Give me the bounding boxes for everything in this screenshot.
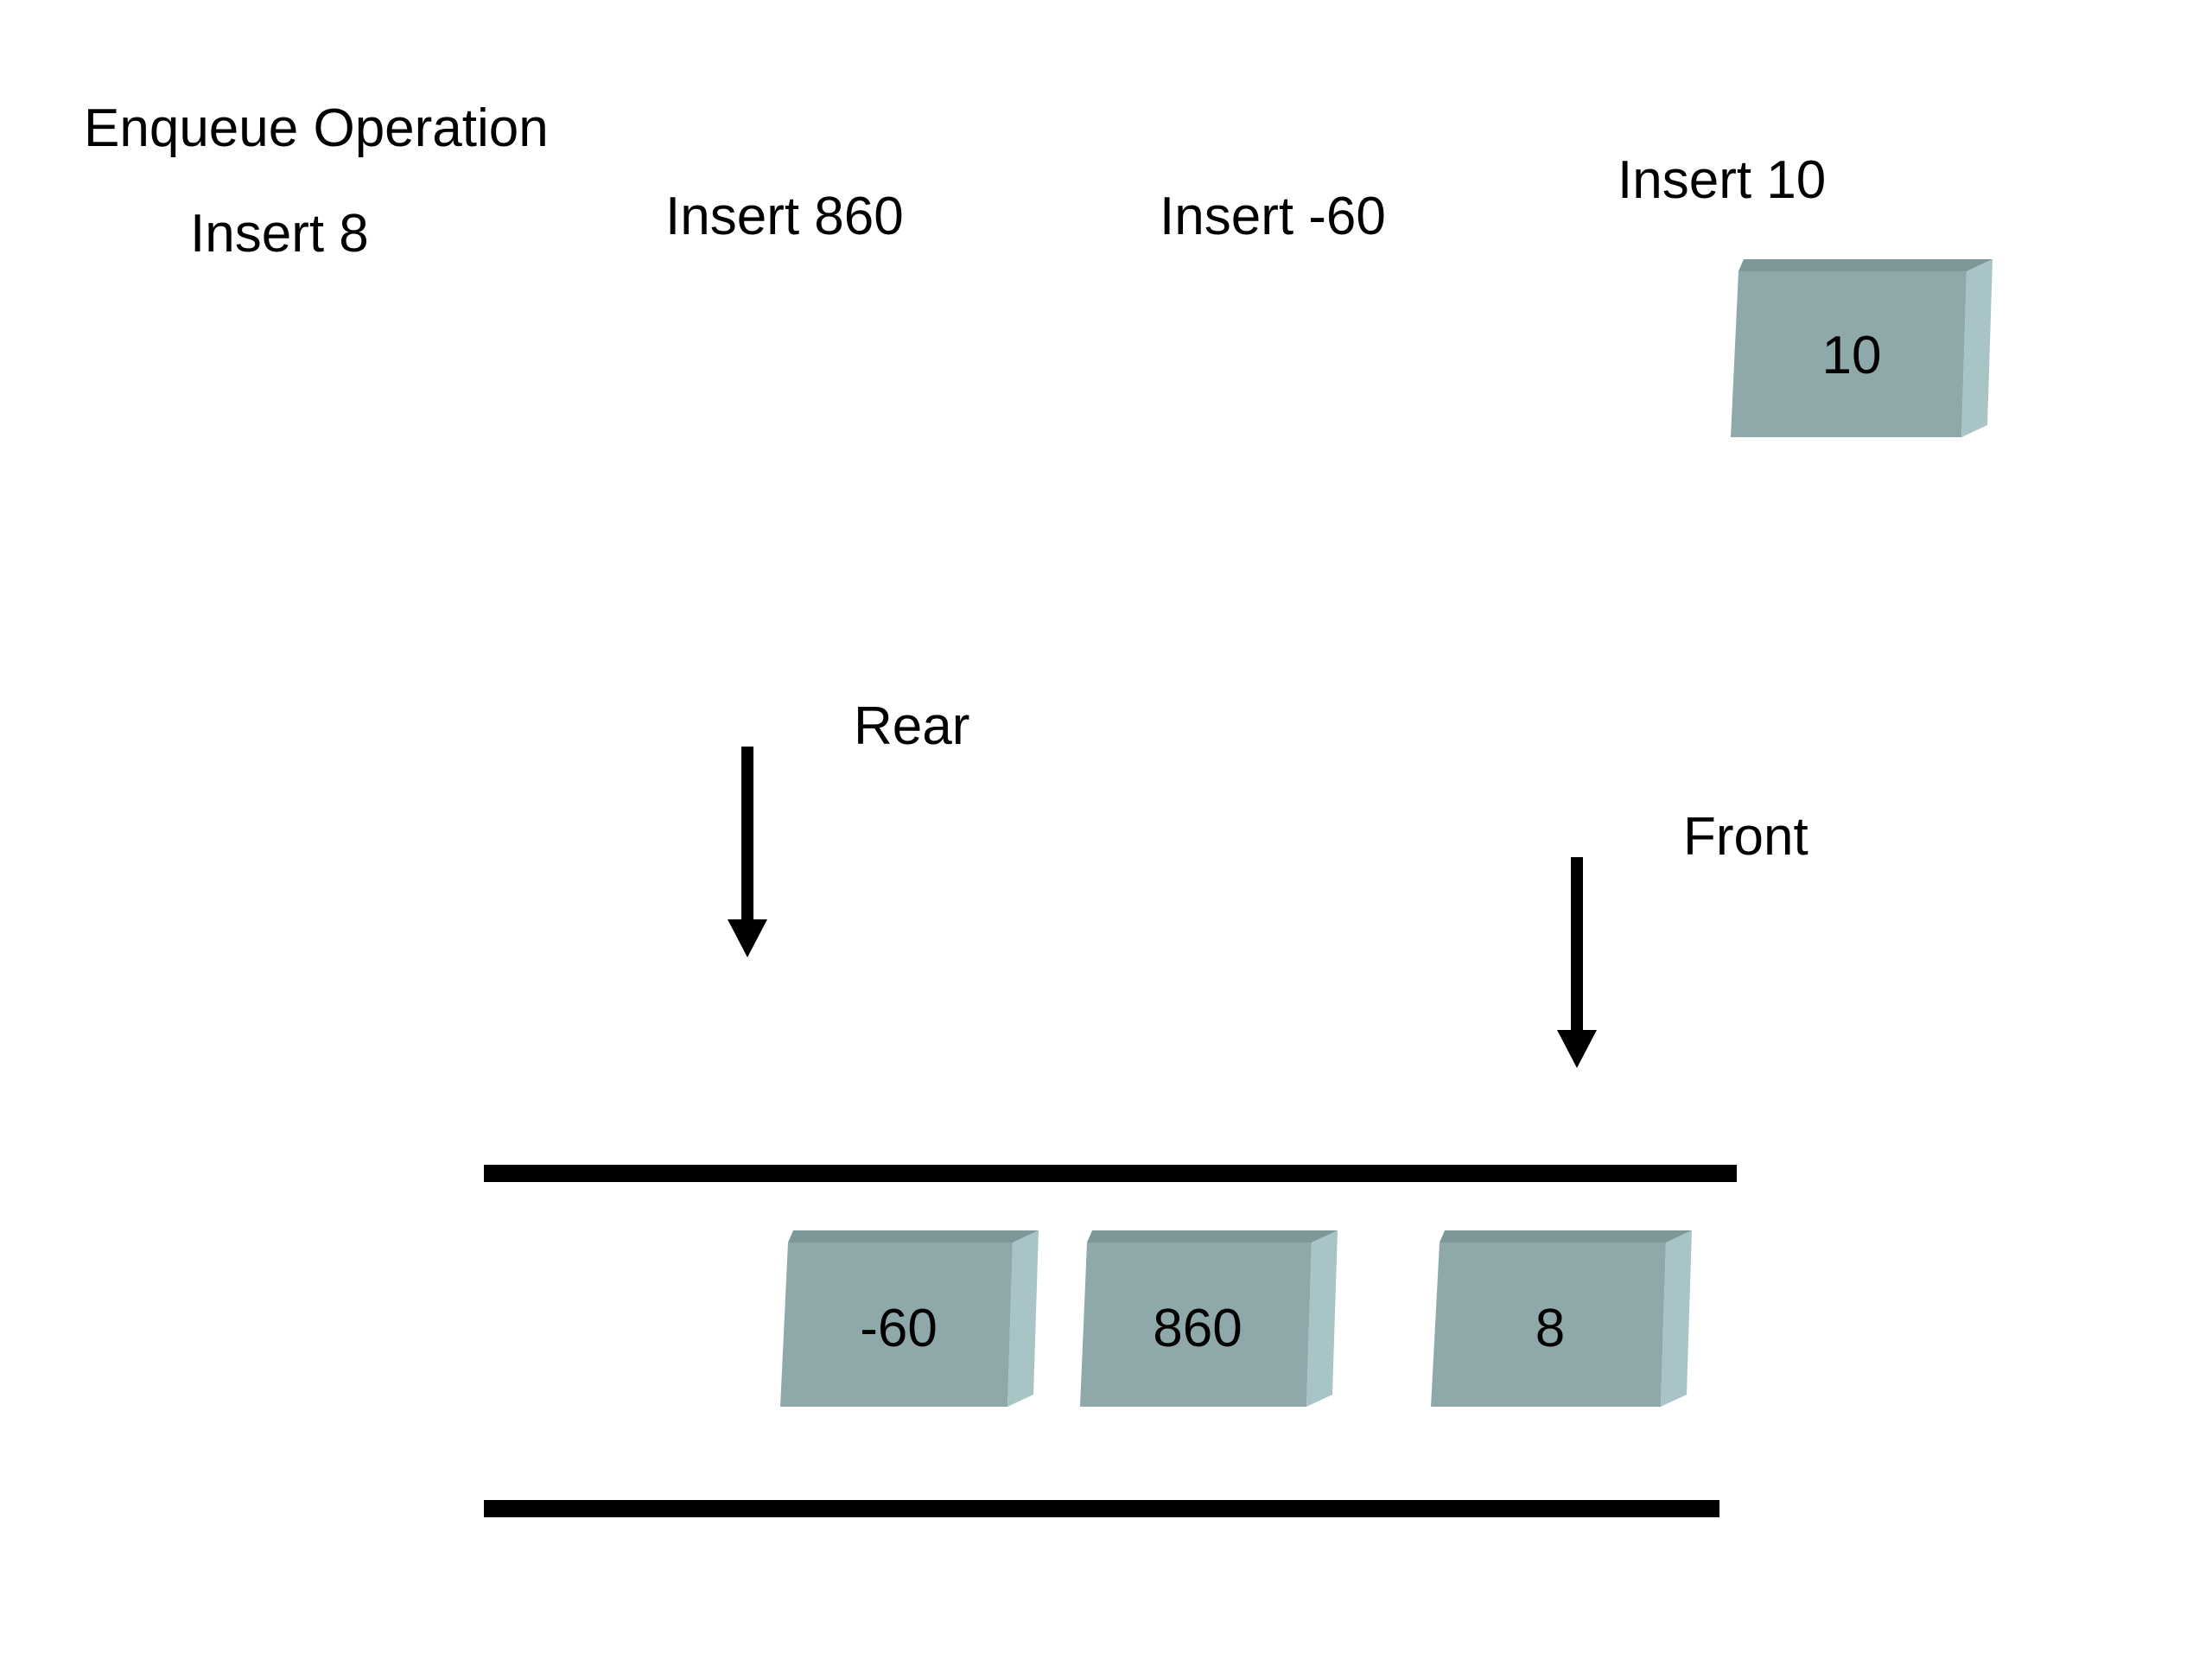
rear-label: Rear — [854, 696, 970, 756]
queue-block: 8 — [1431, 1230, 1692, 1407]
operation-insert-neg60: Insert -60 — [1160, 187, 1386, 246]
queue-top-rail — [484, 1165, 1737, 1182]
incoming-block-value: 10 — [1822, 326, 1882, 385]
queue-bottom-rail — [484, 1500, 1719, 1517]
operation-insert-10: Insert 10 — [1618, 150, 1827, 210]
queue-block: -60 — [780, 1230, 1039, 1407]
operation-insert-860: Insert 860 — [665, 187, 904, 246]
rear-arrow — [728, 747, 767, 957]
diagram-title: Enqueue Operation — [84, 99, 549, 158]
queue-block: 860 — [1080, 1230, 1338, 1407]
front-label: Front — [1683, 807, 1808, 867]
operation-insert-8: Insert 8 — [190, 204, 369, 264]
incoming-block: 10 — [1731, 259, 1993, 437]
queue-block-value: -60 — [860, 1299, 938, 1358]
queue-block-value: 860 — [1153, 1299, 1242, 1358]
queue-block-value: 8 — [1535, 1299, 1565, 1358]
front-arrow — [1557, 857, 1597, 1068]
